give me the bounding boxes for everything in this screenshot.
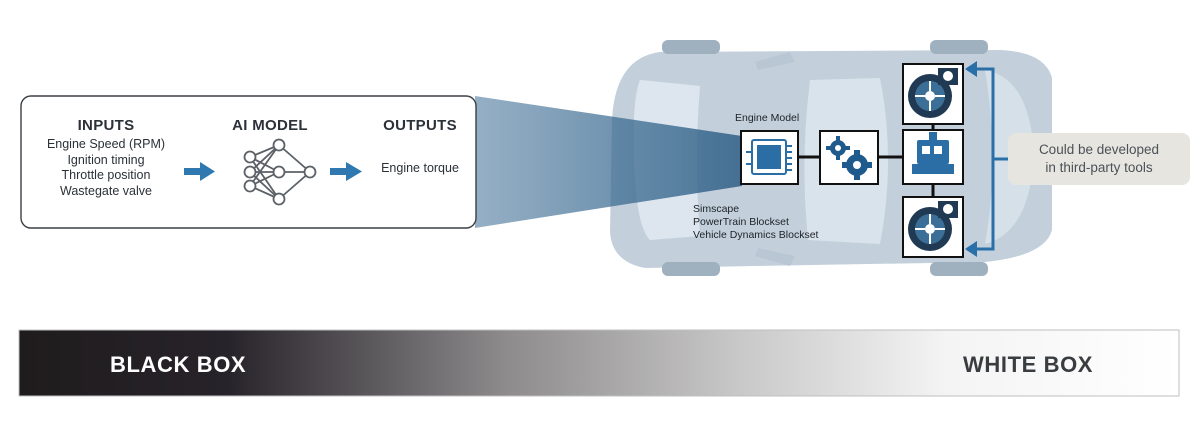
car-wheel-fr	[930, 40, 988, 54]
car-mirror-bottom	[755, 248, 795, 266]
gears-block	[819, 130, 879, 185]
arrow-inputs-to-model-icon	[184, 162, 215, 181]
spectrum-bar	[18, 329, 1180, 397]
inputs-item: Engine Speed (RPM)	[46, 137, 166, 151]
inputs-item: Throttle position	[61, 168, 151, 182]
inputs-item: Wastegate valve	[60, 183, 152, 198]
bracket-arrow-top-icon	[965, 61, 977, 77]
third-party-line: in third-party tools	[1045, 160, 1153, 175]
white-box-label: WHITE BOX	[963, 352, 1094, 377]
tools-list: Simscape PowerTrain Blockset Vehicle Dyn…	[693, 203, 818, 242]
outputs-list: Engine torque	[368, 161, 472, 177]
tools-item: PowerTrain Blockset	[693, 216, 789, 228]
car-wheel-rr	[930, 262, 988, 276]
black-box-label: BLACK BOX	[110, 352, 247, 377]
gears-icon	[826, 136, 872, 180]
car-wheel-fl	[662, 40, 720, 54]
third-party-callout-text: Could be developed in third-party tools	[1008, 141, 1190, 177]
wheel-block-top	[902, 63, 964, 125]
engine-model-label: Engine Model	[735, 112, 800, 124]
engine-block	[740, 130, 799, 185]
arrow-model-to-outputs-icon	[330, 162, 362, 181]
neural-network-icon	[243, 138, 317, 206]
inputs-item: Ignition timing	[67, 152, 145, 167]
ai-model-heading: AI MODEL	[232, 117, 308, 134]
engine-chip-icon	[746, 139, 792, 175]
tools-item: Vehicle Dynamics Blockset	[693, 229, 819, 241]
tools-item: Simscape	[693, 203, 740, 215]
inputs-list: Engine Speed (RPM) Ignition timing Throt…	[38, 137, 174, 199]
projection-beam	[475, 96, 742, 228]
transmission-block	[902, 129, 964, 185]
wheel-block-bottom	[902, 196, 964, 258]
outputs-heading: OUTPUTS	[383, 117, 457, 134]
car-mirror-top	[755, 52, 795, 70]
inputs-heading: INPUTS	[77, 117, 135, 134]
outputs-item: Engine torque	[381, 161, 459, 175]
transmission-icon	[912, 132, 954, 174]
bracket-arrow-bottom-icon	[965, 241, 977, 257]
block-connectors	[798, 124, 935, 197]
third-party-line: Could be developed	[1038, 142, 1160, 157]
third-party-callout	[1008, 133, 1190, 185]
car-wheel-rl	[662, 262, 720, 276]
